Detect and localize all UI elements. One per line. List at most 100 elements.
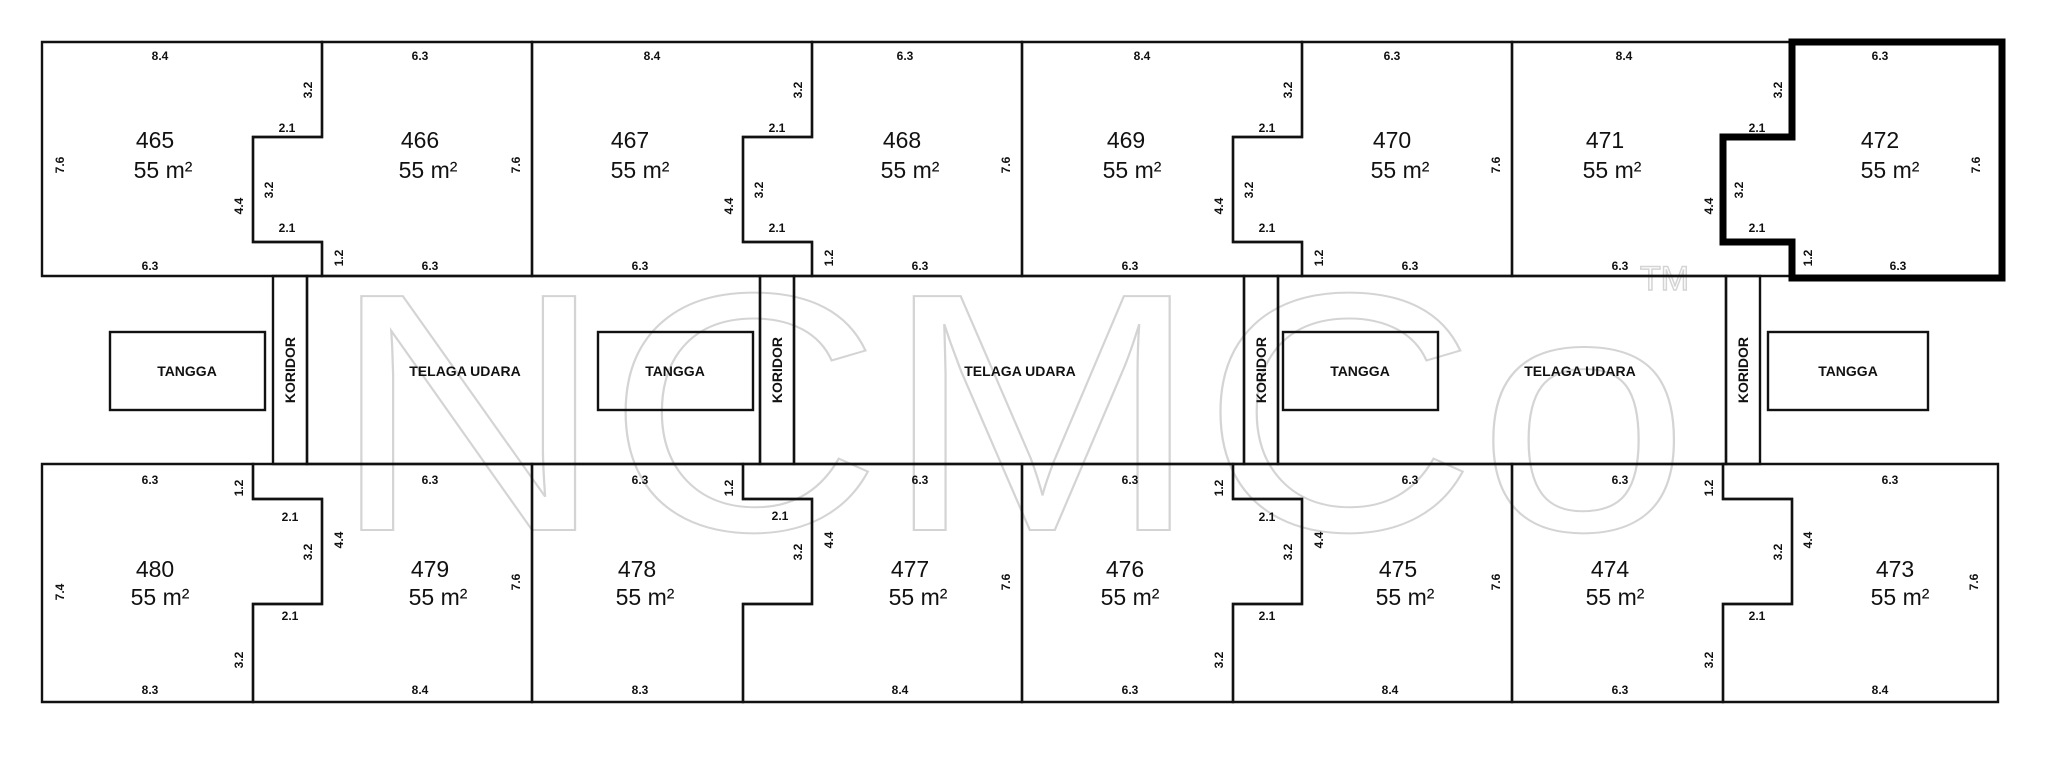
- terrace-label-1: TANGGA: [157, 363, 217, 379]
- dimension-label: 1.2: [1702, 479, 1716, 496]
- dimension-label: 2.1: [279, 121, 296, 135]
- dimension-label: 7.6: [509, 573, 523, 590]
- dimension-label: 6.3: [142, 259, 159, 273]
- dimension-label: 3.2: [232, 651, 246, 668]
- terrace-2: [596, 330, 755, 412]
- terrace-1: [108, 330, 267, 412]
- dimension-label: 7.6: [53, 156, 67, 173]
- dimension-label: 2.1: [1259, 510, 1276, 524]
- dimension-label: 6.3: [1384, 49, 1401, 63]
- unit-number: 474: [1591, 556, 1630, 582]
- common-labels: TANGGA TELAGA UDARA TANGGA TELAGA UDARA …: [157, 337, 1878, 403]
- unit-number: 465: [136, 127, 174, 153]
- dimension-label: 6.3: [1122, 683, 1139, 697]
- unit-473-outline: [1721, 462, 2000, 704]
- dimension-label: 1.2: [232, 479, 246, 496]
- unit-number: 472: [1861, 127, 1899, 153]
- dimension-label: 6.3: [412, 49, 429, 63]
- unit-area: 55 m²: [889, 584, 948, 610]
- unit-number: 479: [411, 556, 449, 582]
- dimension-label: 4.4: [722, 197, 736, 214]
- unit-number: 469: [1107, 127, 1145, 153]
- dimension-label: 3.2: [1281, 81, 1295, 98]
- dimension-label: 4.4: [1212, 197, 1226, 214]
- dimension-label: 1.2: [1212, 479, 1226, 496]
- unit-number: 470: [1373, 127, 1411, 153]
- dimension-label: 3.2: [1771, 543, 1785, 560]
- dimension-label: 1.2: [332, 249, 346, 266]
- dimension-label: 2.1: [1259, 221, 1276, 235]
- dimension-label: 7.6: [999, 156, 1013, 173]
- unit-area: 55 m²: [1101, 584, 1160, 610]
- unit-number: 475: [1379, 556, 1417, 582]
- unit-area: 55 m²: [611, 157, 670, 183]
- dimension-label: 7.6: [1969, 156, 1983, 173]
- unit-area: 55 m²: [1586, 584, 1645, 610]
- unit-area: 55 m²: [131, 584, 190, 610]
- unit-area: 55 m²: [1861, 157, 1920, 183]
- dimension-label: 6.3: [1612, 683, 1629, 697]
- dimension-label: 8.4: [892, 683, 909, 697]
- dimension-label: 6.3: [632, 473, 649, 487]
- unit-number: 471: [1586, 127, 1624, 153]
- watermark-tm: TM: [1640, 260, 1689, 298]
- terrace-label-4: TANGGA: [1818, 363, 1878, 379]
- corridor-4: [1724, 274, 1762, 466]
- dimension-label: 2.1: [1259, 609, 1276, 623]
- dimension-label: 2.1: [1749, 121, 1766, 135]
- unit-area: 55 m²: [1371, 157, 1430, 183]
- dimension-label: 6.3: [1122, 259, 1139, 273]
- unit-number: 466: [401, 127, 439, 153]
- dimension-label: 3.2: [1212, 651, 1226, 668]
- dimension-label: 4.4: [232, 197, 246, 214]
- corridor-label-4: KORIDOR: [1735, 337, 1751, 403]
- dimension-label: 2.1: [279, 221, 296, 235]
- dimension-label: 6.3: [422, 473, 439, 487]
- dimension-label: 8.3: [632, 683, 649, 697]
- unit-number: 478: [618, 556, 656, 582]
- dimension-label: 6.3: [1402, 473, 1419, 487]
- veranda-label-2: TELAGA UDARA: [964, 363, 1075, 379]
- dimension-label: 8.3: [142, 683, 159, 697]
- dimension-label: 6.3: [1882, 473, 1899, 487]
- dimension-label: 6.3: [1612, 259, 1629, 273]
- dimension-label: 8.4: [1134, 49, 1151, 63]
- dimension-label: 3.2: [262, 181, 276, 198]
- unit-number: 468: [883, 127, 921, 153]
- dimension-label: 1.2: [822, 249, 836, 266]
- unit-area: 55 m²: [409, 584, 468, 610]
- terrace-label-3: TANGGA: [1330, 363, 1390, 379]
- terrace-4: [1766, 330, 1930, 412]
- dimension-label: 7.6: [999, 573, 1013, 590]
- dimension-label: 6.3: [142, 473, 159, 487]
- unit-number: 476: [1106, 556, 1144, 582]
- dimension-label: 3.2: [1732, 181, 1746, 198]
- unit-area: 55 m²: [134, 157, 193, 183]
- dimension-label: 8.4: [412, 683, 429, 697]
- terrace-label-2: TANGGA: [645, 363, 705, 379]
- dimension-label: 2.1: [769, 121, 786, 135]
- dimension-label: 7.6: [1489, 156, 1503, 173]
- dimension-label: 8.4: [644, 49, 661, 63]
- dimension-label: 2.1: [769, 221, 786, 235]
- unit-area: 55 m²: [1103, 157, 1162, 183]
- dimension-label: 3.2: [1702, 651, 1716, 668]
- dimension-label: 3.2: [301, 543, 315, 560]
- corridor-label-3: KORIDOR: [1253, 337, 1269, 403]
- dimension-label: 7.6: [509, 156, 523, 173]
- dimension-label: 1.2: [1801, 249, 1815, 266]
- dimension-label: 2.1: [772, 509, 789, 523]
- watermark-text: NCMCo: [330, 223, 1690, 603]
- dimension-label: 3.2: [301, 81, 315, 98]
- dimension-label: 3.2: [791, 543, 805, 560]
- unit-area: 55 m²: [1583, 157, 1642, 183]
- dimension-label: 1.2: [1312, 249, 1326, 266]
- dimension-label: 6.3: [912, 259, 929, 273]
- dimension-label: 6.3: [912, 473, 929, 487]
- unit-area: 55 m²: [1871, 584, 1930, 610]
- dimension-label: 8.4: [1616, 49, 1633, 63]
- dimension-label: 7.6: [1967, 573, 1981, 590]
- unit-area: 55 m²: [399, 157, 458, 183]
- dimension-label: 3.2: [1242, 181, 1256, 198]
